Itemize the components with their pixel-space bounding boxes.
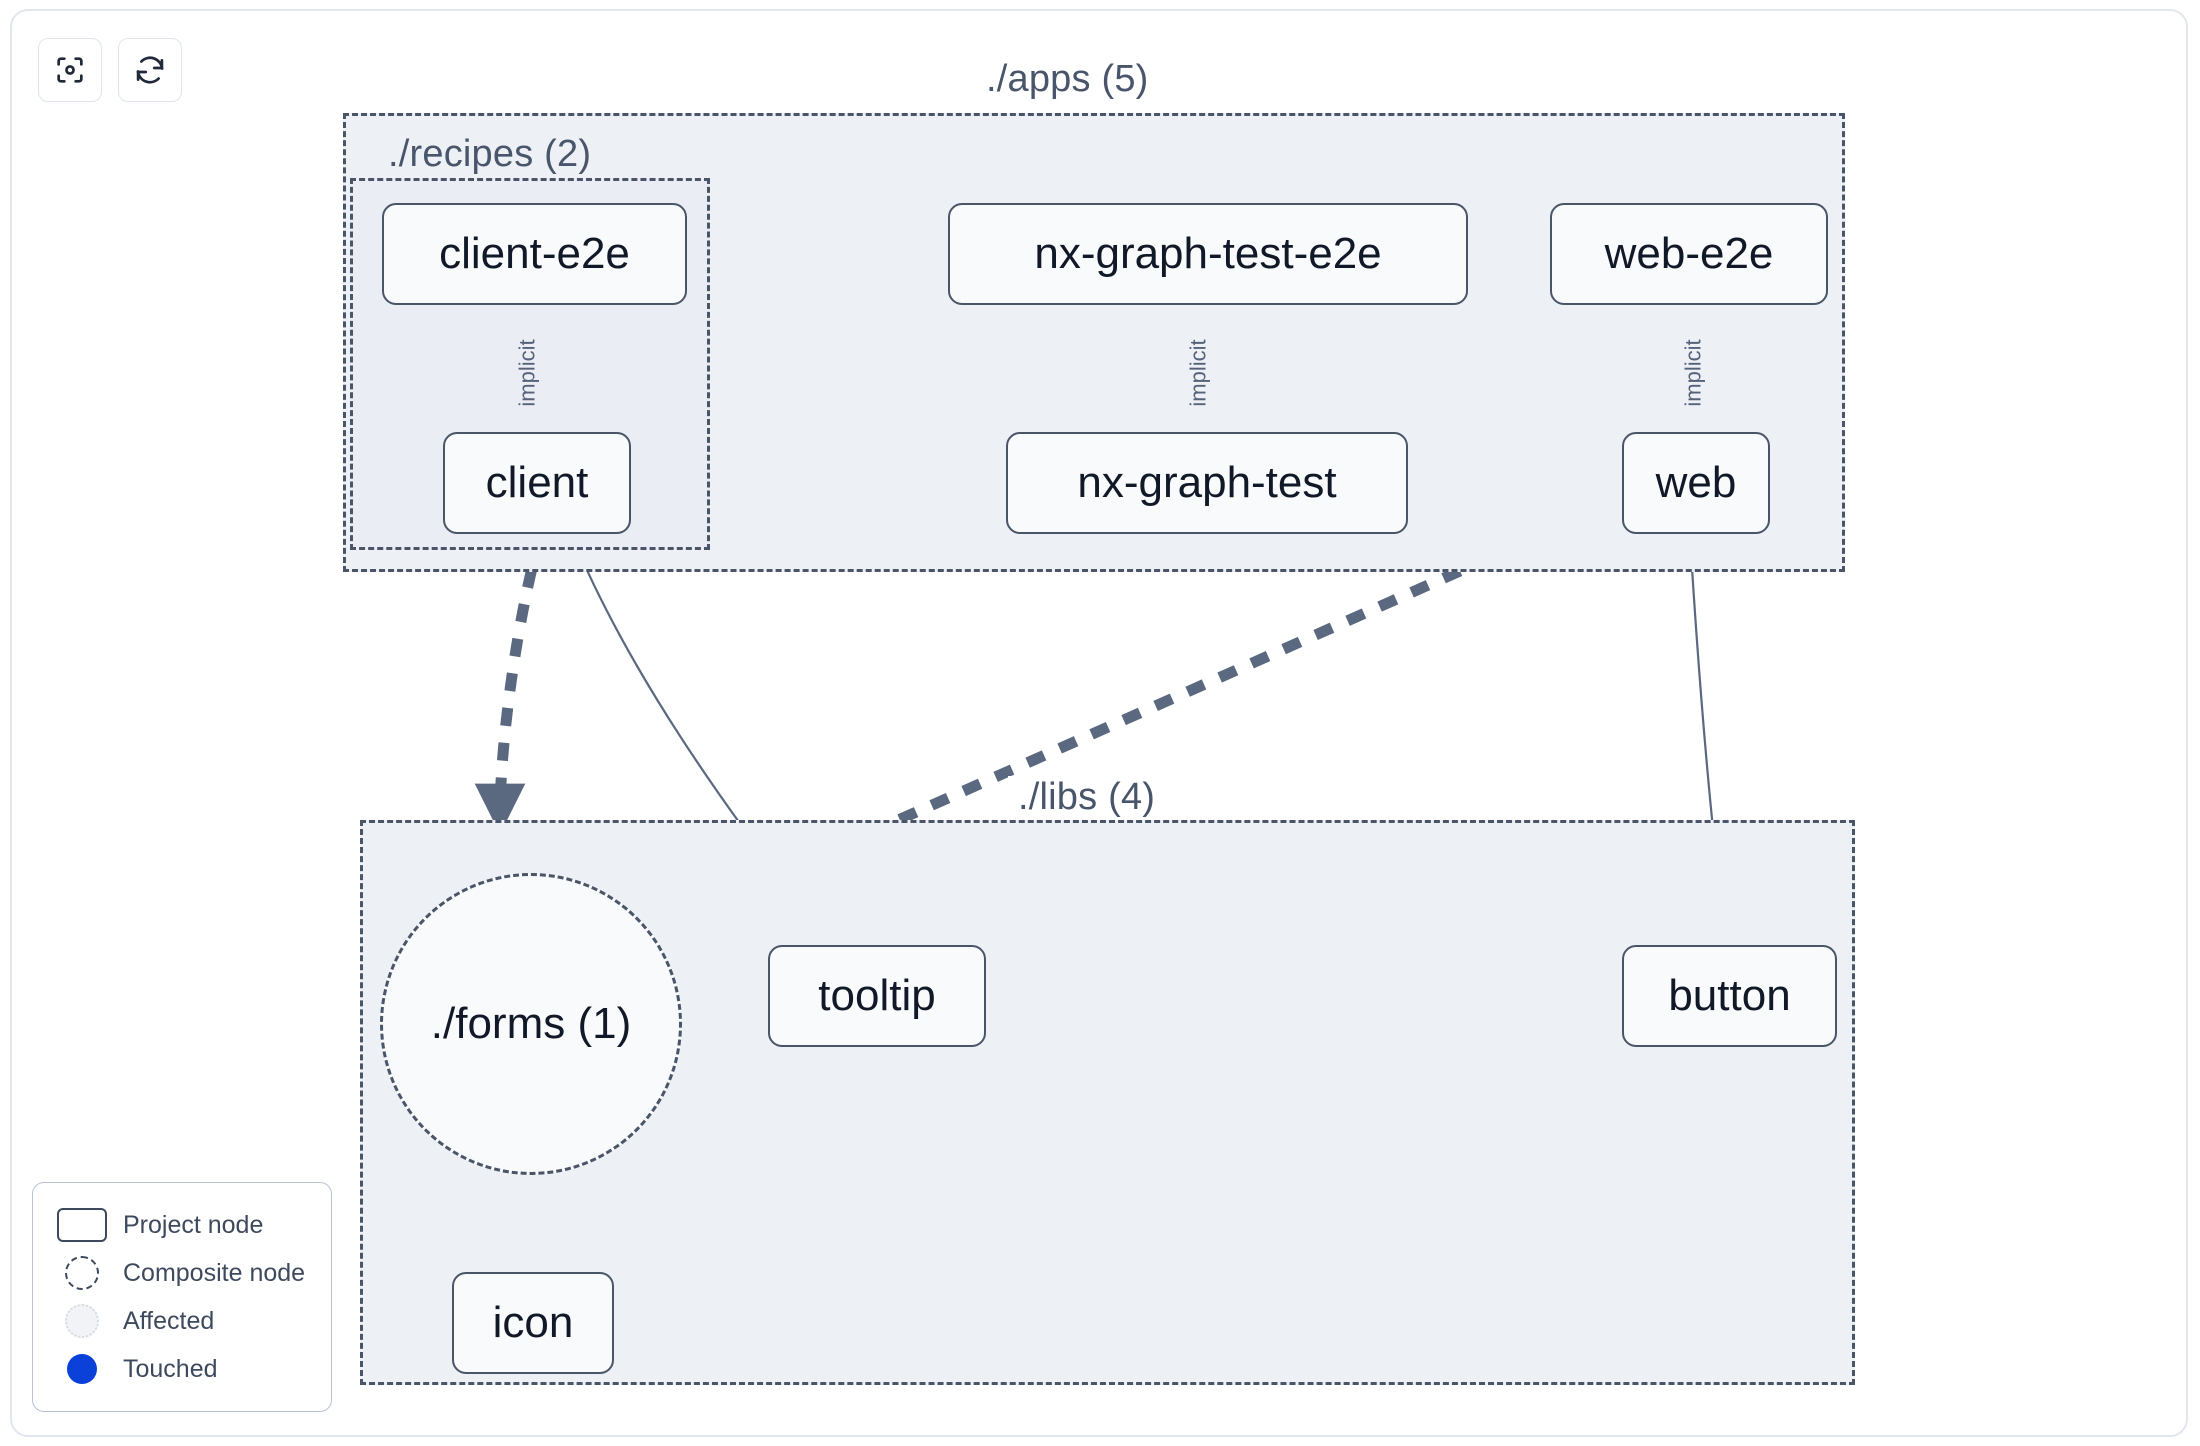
project-node-swatch: [53, 1208, 111, 1242]
legend-label-touched: Touched: [123, 1354, 218, 1383]
composite-node-swatch: [53, 1256, 111, 1290]
legend-row-touched: Touched: [53, 1345, 311, 1393]
edge-web-forms: [681, 494, 1623, 919]
refresh-icon: [133, 53, 167, 87]
graph-node-client[interactable]: client: [443, 432, 631, 534]
focus-target-icon: [53, 53, 87, 87]
group-label-recipes: ./recipes (2): [378, 133, 602, 176]
edge-client-forms: [474, 534, 546, 835]
graph-node-nx-graph-test-e2e[interactable]: nx-graph-test-e2e: [948, 203, 1468, 305]
legend-label-affected: Affected: [123, 1306, 215, 1335]
group-label-libs: ./libs (4): [1008, 776, 1166, 819]
graph-node-button[interactable]: button: [1622, 945, 1837, 1047]
touched-swatch-shape: [67, 1354, 97, 1384]
legend-row-composite-node: Composite node: [53, 1249, 311, 1297]
graph-node-forms[interactable]: ./forms (1): [380, 873, 682, 1175]
composite-node-swatch-shape: [65, 1256, 99, 1290]
affected-swatch-shape: [65, 1304, 99, 1338]
graph-node-icon[interactable]: icon: [452, 1272, 614, 1374]
touched-swatch: [53, 1354, 111, 1384]
group-label-apps: ./apps (5): [976, 58, 1159, 101]
graph-node-nx-graph-test[interactable]: nx-graph-test: [1006, 432, 1408, 534]
legend-label-project-node: Project node: [123, 1210, 264, 1239]
graph-node-client-e2e[interactable]: client-e2e: [382, 203, 687, 305]
legend-label-composite-node: Composite node: [123, 1258, 306, 1287]
legend-row-affected: Affected: [53, 1297, 311, 1345]
legend-row-project-node: Project node: [53, 1201, 311, 1249]
graph-node-web[interactable]: web: [1622, 432, 1770, 534]
graph-node-web-e2e[interactable]: web-e2e: [1550, 203, 1828, 305]
affected-swatch: [53, 1304, 111, 1338]
focus-graph-button[interactable]: [38, 38, 102, 102]
graph-node-tooltip[interactable]: tooltip: [768, 945, 986, 1047]
refresh-graph-button[interactable]: [118, 38, 182, 102]
graph-toolbar: [38, 38, 182, 102]
project-node-swatch-shape: [57, 1208, 107, 1242]
